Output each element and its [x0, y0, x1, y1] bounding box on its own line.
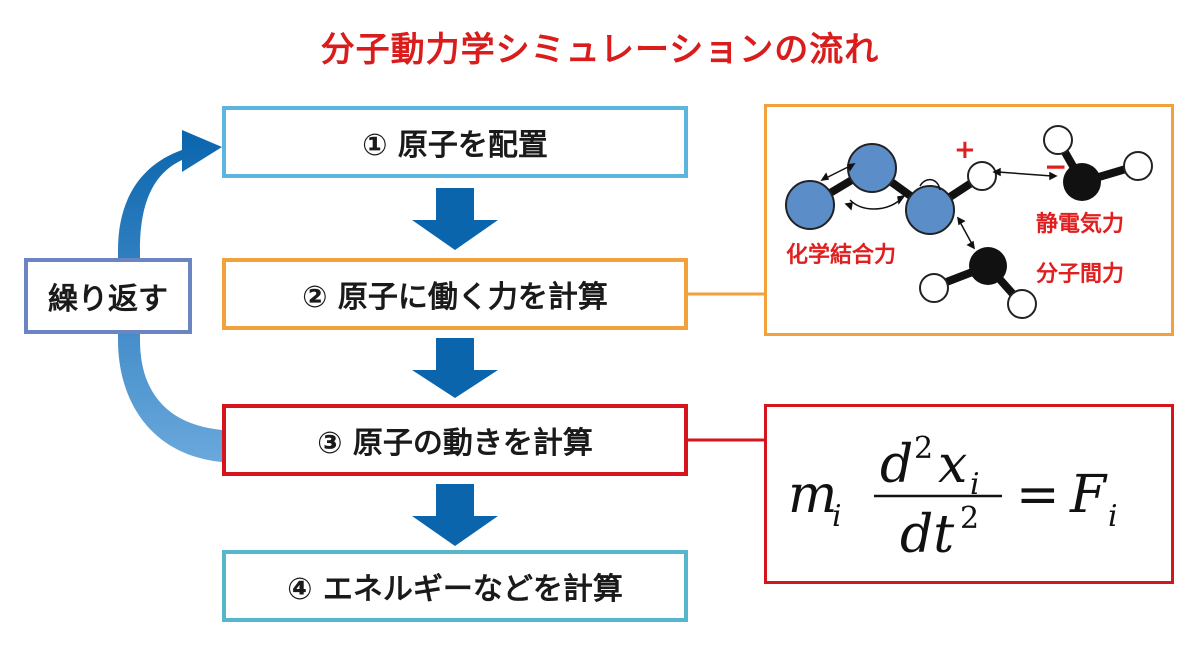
atom-black-2: [969, 247, 1007, 285]
label-electrostatic: 静電気力: [1036, 211, 1124, 237]
label-intermolecular: 分子間力: [1036, 262, 1124, 287]
down-arrow-1: [412, 188, 498, 250]
atom-white-2: [1043, 125, 1073, 155]
atom-black-1: [1063, 163, 1101, 201]
eq-m: m: [788, 465, 837, 525]
eq-sub-i-2: i: [970, 467, 980, 502]
step-calc-motion: ③ 原子の動きを計算: [222, 404, 688, 476]
eq-sup-2-top: 2: [914, 431, 933, 466]
plus-sign: +: [954, 135, 976, 165]
eq-F: F: [1069, 465, 1108, 525]
repeat-box: 繰り返す: [24, 258, 192, 334]
atom-blue-2: [847, 143, 897, 193]
step-3-label: ③ 原子の動きを計算: [317, 426, 593, 461]
diagram-title: 分子動力学シミュレーションの流れ: [320, 30, 880, 70]
down-arrow-3: [412, 484, 498, 546]
eq-equals: =: [1016, 465, 1060, 525]
eq-sup-2-bottom: 2: [960, 501, 979, 536]
atom-blue-3: [905, 185, 955, 235]
repeat-loop-arrow: [118, 130, 222, 462]
eq-x: x: [938, 435, 967, 495]
atom-white-3: [1123, 151, 1153, 181]
molecule-panel: [764, 104, 1174, 336]
eq-sub-i-3: i: [1108, 499, 1118, 534]
label-chemical-bond: 化学結合力: [786, 242, 896, 268]
step-2-label: ② 原子に働く力を計算: [302, 280, 608, 315]
minus-sign: −: [1044, 150, 1067, 183]
step-4-label: ④ エネルギーなどを計算: [287, 572, 623, 607]
step-place-atoms: ① 原子を配置: [222, 106, 688, 178]
atom-white-1: [967, 161, 997, 191]
equation-panel: [764, 404, 1174, 584]
eq-d-top: d: [880, 435, 913, 495]
atom-white-4: [919, 273, 949, 303]
repeat-label: 繰り返す: [48, 282, 168, 317]
down-arrow-2: [412, 338, 498, 398]
molecule-illustration: + − 化学結合力 静電気力 分子間力: [785, 125, 1153, 319]
atom-blue-1: [785, 180, 835, 230]
step-1-label: ① 原子を配置: [362, 128, 548, 163]
atom-white-5: [1007, 289, 1037, 319]
step-calc-forces: ② 原子に働く力を計算: [222, 258, 688, 330]
eq-sub-i-1: i: [832, 499, 842, 534]
eq-dt: dt: [900, 505, 954, 565]
step-calc-energy: ④ エネルギーなどを計算: [222, 550, 688, 622]
equation-of-motion: m i d 2 x i dt 2 = F i: [788, 431, 1118, 565]
